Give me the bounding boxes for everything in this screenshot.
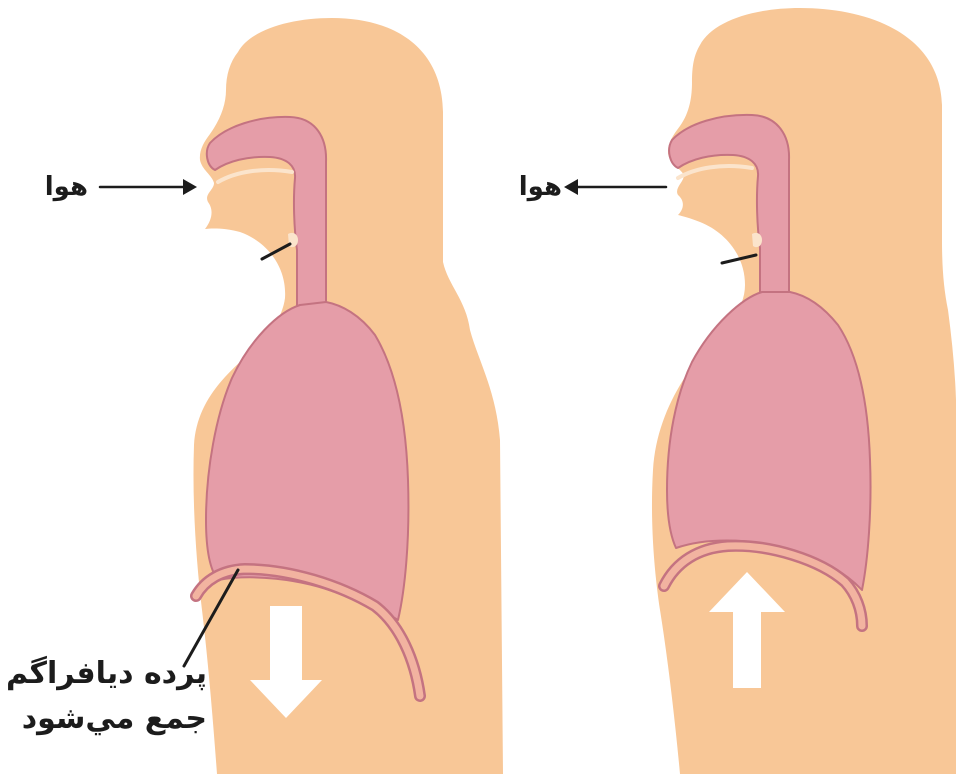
diaphragm-label-line-2: جمع مي‌شود xyxy=(0,697,207,741)
arrow-right-icon xyxy=(100,179,197,195)
left-air-label: هوا xyxy=(20,169,88,205)
right-air-label: هوا xyxy=(494,169,562,205)
right-figure xyxy=(564,8,956,774)
diaphragm-label-line-1: پرده دیافراگم xyxy=(0,652,207,696)
arrow-left-icon xyxy=(564,179,666,195)
